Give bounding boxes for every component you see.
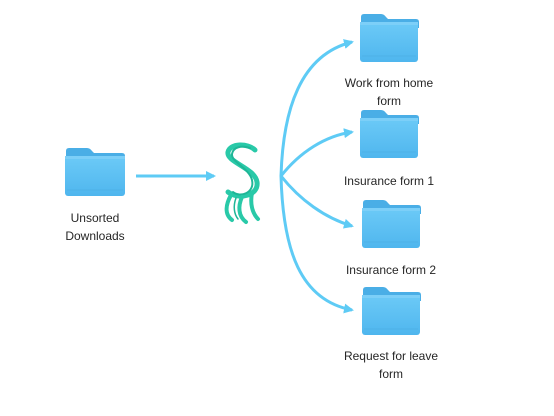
branch-arrow-4 — [279, 175, 354, 314]
destination-folder-label-1: Work from home form — [344, 76, 434, 108]
destination-folder-icon-3[interactable] — [362, 200, 421, 248]
destination-folder-label-2: Insurance form 1 — [343, 174, 435, 188]
branch-arrow-2 — [279, 128, 354, 177]
destination-folder-icon-2[interactable] — [360, 110, 419, 158]
destination-folder-icon-1[interactable] — [360, 14, 419, 62]
destination-folder-label-3: Insurance form 2 — [345, 263, 437, 277]
destination-folder-label-4: Request for leave form — [343, 349, 439, 381]
branch-arrow-1 — [279, 39, 354, 177]
source-folder-icon[interactable] — [65, 148, 125, 196]
branch-arrow-3 — [279, 175, 354, 229]
source-folder-label: Unsorted Downloads — [65, 211, 125, 243]
sorter-logo-icon — [224, 142, 260, 224]
destination-folder-icon-4[interactable] — [362, 287, 421, 335]
